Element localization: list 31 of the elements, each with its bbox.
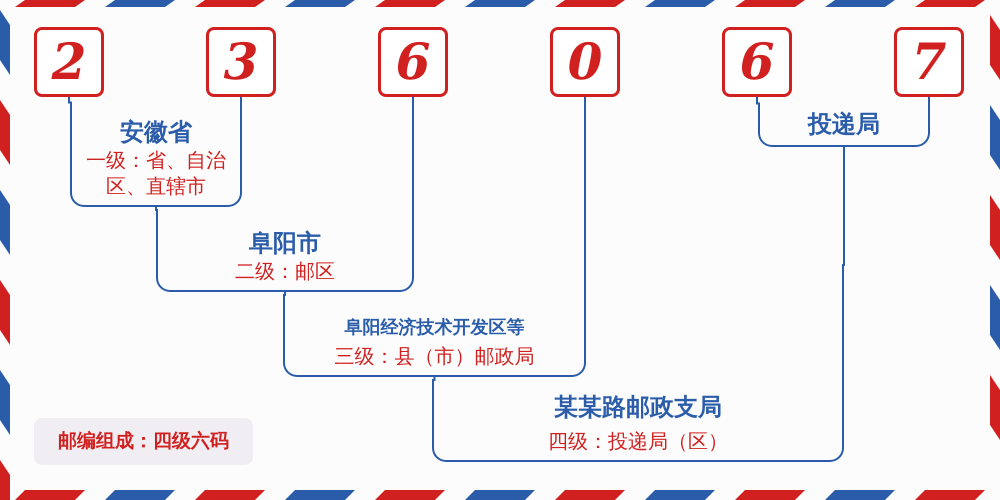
bracket <box>156 213 414 292</box>
connector-line <box>283 292 286 298</box>
level-description: 一级：省、自治区、直辖市 <box>86 147 226 199</box>
digit-box: 3 <box>206 27 276 97</box>
level-description: 三级：县（市）邮政局 <box>334 343 534 369</box>
note-box: 邮编组成：四级六码 <box>34 418 253 465</box>
bracket <box>283 298 586 377</box>
place-name: 安徽省 <box>120 117 192 147</box>
digit-box: 6 <box>722 27 792 97</box>
digit-box: 6 <box>378 27 448 97</box>
connector-line <box>240 97 242 108</box>
bracket <box>758 110 930 147</box>
place-name: 投递局 <box>808 109 880 139</box>
place-name: 阜阳市 <box>249 228 321 258</box>
connector-line <box>584 97 586 298</box>
connector-line <box>842 147 845 383</box>
digit-box: 2 <box>34 27 104 97</box>
place-name: 某某路邮政支局 <box>554 392 722 422</box>
bracket <box>432 383 844 462</box>
connector-line <box>412 97 414 213</box>
level-description: 四级：投递局（区） <box>548 428 728 454</box>
connector-line <box>68 97 72 108</box>
connector-line <box>928 97 930 110</box>
digit-box: 0 <box>550 27 620 97</box>
bracket <box>70 108 242 207</box>
place-name: 阜阳经济技术开发区等 <box>344 316 524 340</box>
connector-line <box>756 97 760 110</box>
digit-box: 7 <box>894 27 964 97</box>
level-description: 二级：邮区 <box>235 258 335 284</box>
connector-line <box>432 377 436 383</box>
connector-line <box>155 207 158 213</box>
